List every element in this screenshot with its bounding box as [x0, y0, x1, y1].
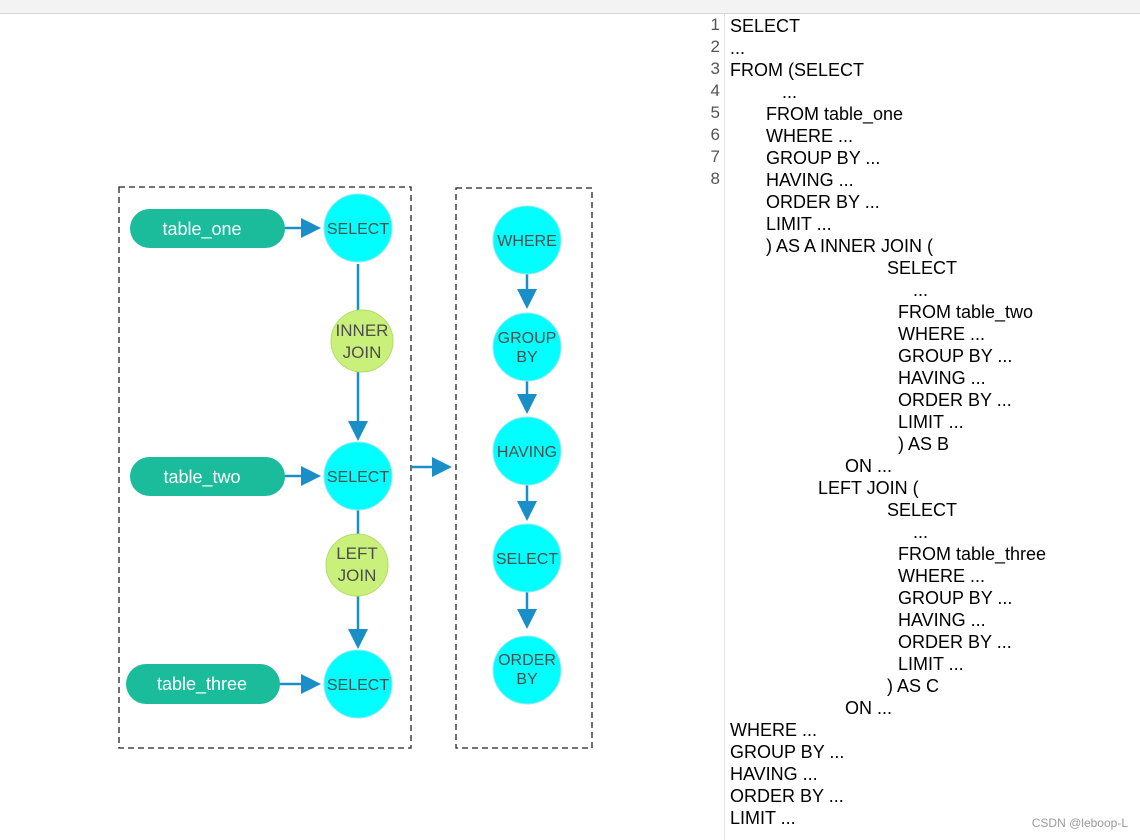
inner-join-label-line1: INNER	[336, 321, 389, 340]
select-node-1-label: SELECT	[327, 221, 389, 238]
order-by-label-line1: ORDER	[498, 652, 556, 669]
code-line: LEFT JOIN (	[818, 478, 919, 498]
left-join-label-line2: JOIN	[338, 566, 377, 585]
inner-join-node	[330, 309, 394, 373]
group-by-label-line1: GROUP	[498, 330, 557, 347]
line-number: 7	[710, 147, 720, 166]
code-line: HAVING ...	[730, 764, 818, 784]
select-node-2	[323, 441, 393, 511]
table-two-pill	[130, 457, 285, 496]
order-by-label-line2: BY	[516, 671, 538, 688]
clause-group-box	[455, 187, 593, 749]
code-line: SELECT	[887, 500, 958, 520]
where-node	[492, 205, 562, 275]
group-by-node	[492, 312, 562, 382]
table-one-pill	[130, 209, 285, 248]
line-number: 6	[710, 125, 720, 144]
order-by-node	[492, 635, 562, 705]
sql-flow-diagram: table_one table_two table_three SELECT S…	[118, 186, 593, 749]
where-node-label: WHERE	[497, 233, 557, 250]
code-line: LIMIT ...	[766, 214, 832, 234]
table-one-label: table_one	[162, 219, 241, 240]
code-line: ...	[730, 38, 746, 58]
inner-join-label-line2: JOIN	[343, 343, 382, 362]
line-number: 4	[710, 81, 720, 100]
code-line: ...	[782, 82, 798, 102]
table-two-label: table_two	[163, 467, 240, 488]
select-node-2-label: SELECT	[327, 469, 389, 486]
line-number: 2	[710, 37, 720, 56]
code-line: ...	[913, 280, 929, 300]
code-line: GROUP BY ...	[766, 148, 881, 168]
line-number: 8	[710, 169, 720, 188]
code-line: FROM table_two	[898, 302, 1034, 322]
line-number: 1	[710, 15, 720, 34]
select-node-4-label: SELECT	[496, 551, 558, 568]
code-line: HAVING ...	[766, 170, 854, 190]
select-node-1	[323, 193, 393, 263]
code-line: LIMIT ...	[898, 412, 964, 432]
select-node-3-label: SELECT	[327, 677, 389, 694]
left-join-node	[325, 533, 389, 597]
code-line: GROUP BY ...	[730, 742, 845, 762]
code-line: ORDER BY ...	[898, 632, 1012, 652]
code-line: ORDER BY ...	[898, 390, 1012, 410]
line-number-gutter: 1 2 3 4 5 6 7 8	[700, 14, 725, 840]
table-three-label: table_three	[157, 674, 247, 695]
code-line: ) AS B	[898, 434, 950, 454]
line-number: 5	[710, 103, 720, 122]
code-line: SELECT	[730, 16, 801, 36]
select-node-3	[323, 649, 393, 719]
code-line: ORDER BY ...	[730, 786, 844, 806]
left-join-label-line1: LEFT	[336, 544, 378, 563]
code-line: WHERE ...	[766, 126, 854, 146]
top-bar	[0, 0, 1140, 14]
having-node	[492, 416, 562, 486]
code-line: LIMIT ...	[730, 808, 796, 828]
table-three-pill	[126, 664, 280, 704]
group-by-label-line2: BY	[516, 349, 538, 366]
code-line: WHERE ...	[898, 324, 986, 344]
code-line: SELECT	[887, 258, 958, 278]
code-line: ORDER BY ...	[766, 192, 880, 212]
code-line: GROUP BY ...	[898, 588, 1013, 608]
code-line: FROM table_one	[766, 104, 904, 124]
code-line: FROM (SELECT	[730, 60, 865, 80]
select-node-4	[492, 523, 562, 593]
code-line: ) AS C	[887, 676, 940, 696]
code-line: HAVING ...	[898, 368, 986, 388]
code-line: FROM table_three	[898, 544, 1047, 564]
code-line: ON ...	[845, 456, 893, 476]
code-line: ...	[913, 522, 929, 542]
code-line: WHERE ...	[730, 720, 818, 740]
code-line: HAVING ...	[898, 610, 986, 630]
watermark: CSDN @leboop-L	[1031, 816, 1128, 830]
code-line: WHERE ...	[898, 566, 986, 586]
having-node-label: HAVING	[497, 444, 557, 461]
code-line: ) AS A INNER JOIN (	[766, 236, 934, 256]
code-line: ON ...	[845, 698, 893, 718]
code-line: GROUP BY ...	[898, 346, 1013, 366]
code-line: LIMIT ...	[898, 654, 964, 674]
line-number: 3	[710, 59, 720, 78]
